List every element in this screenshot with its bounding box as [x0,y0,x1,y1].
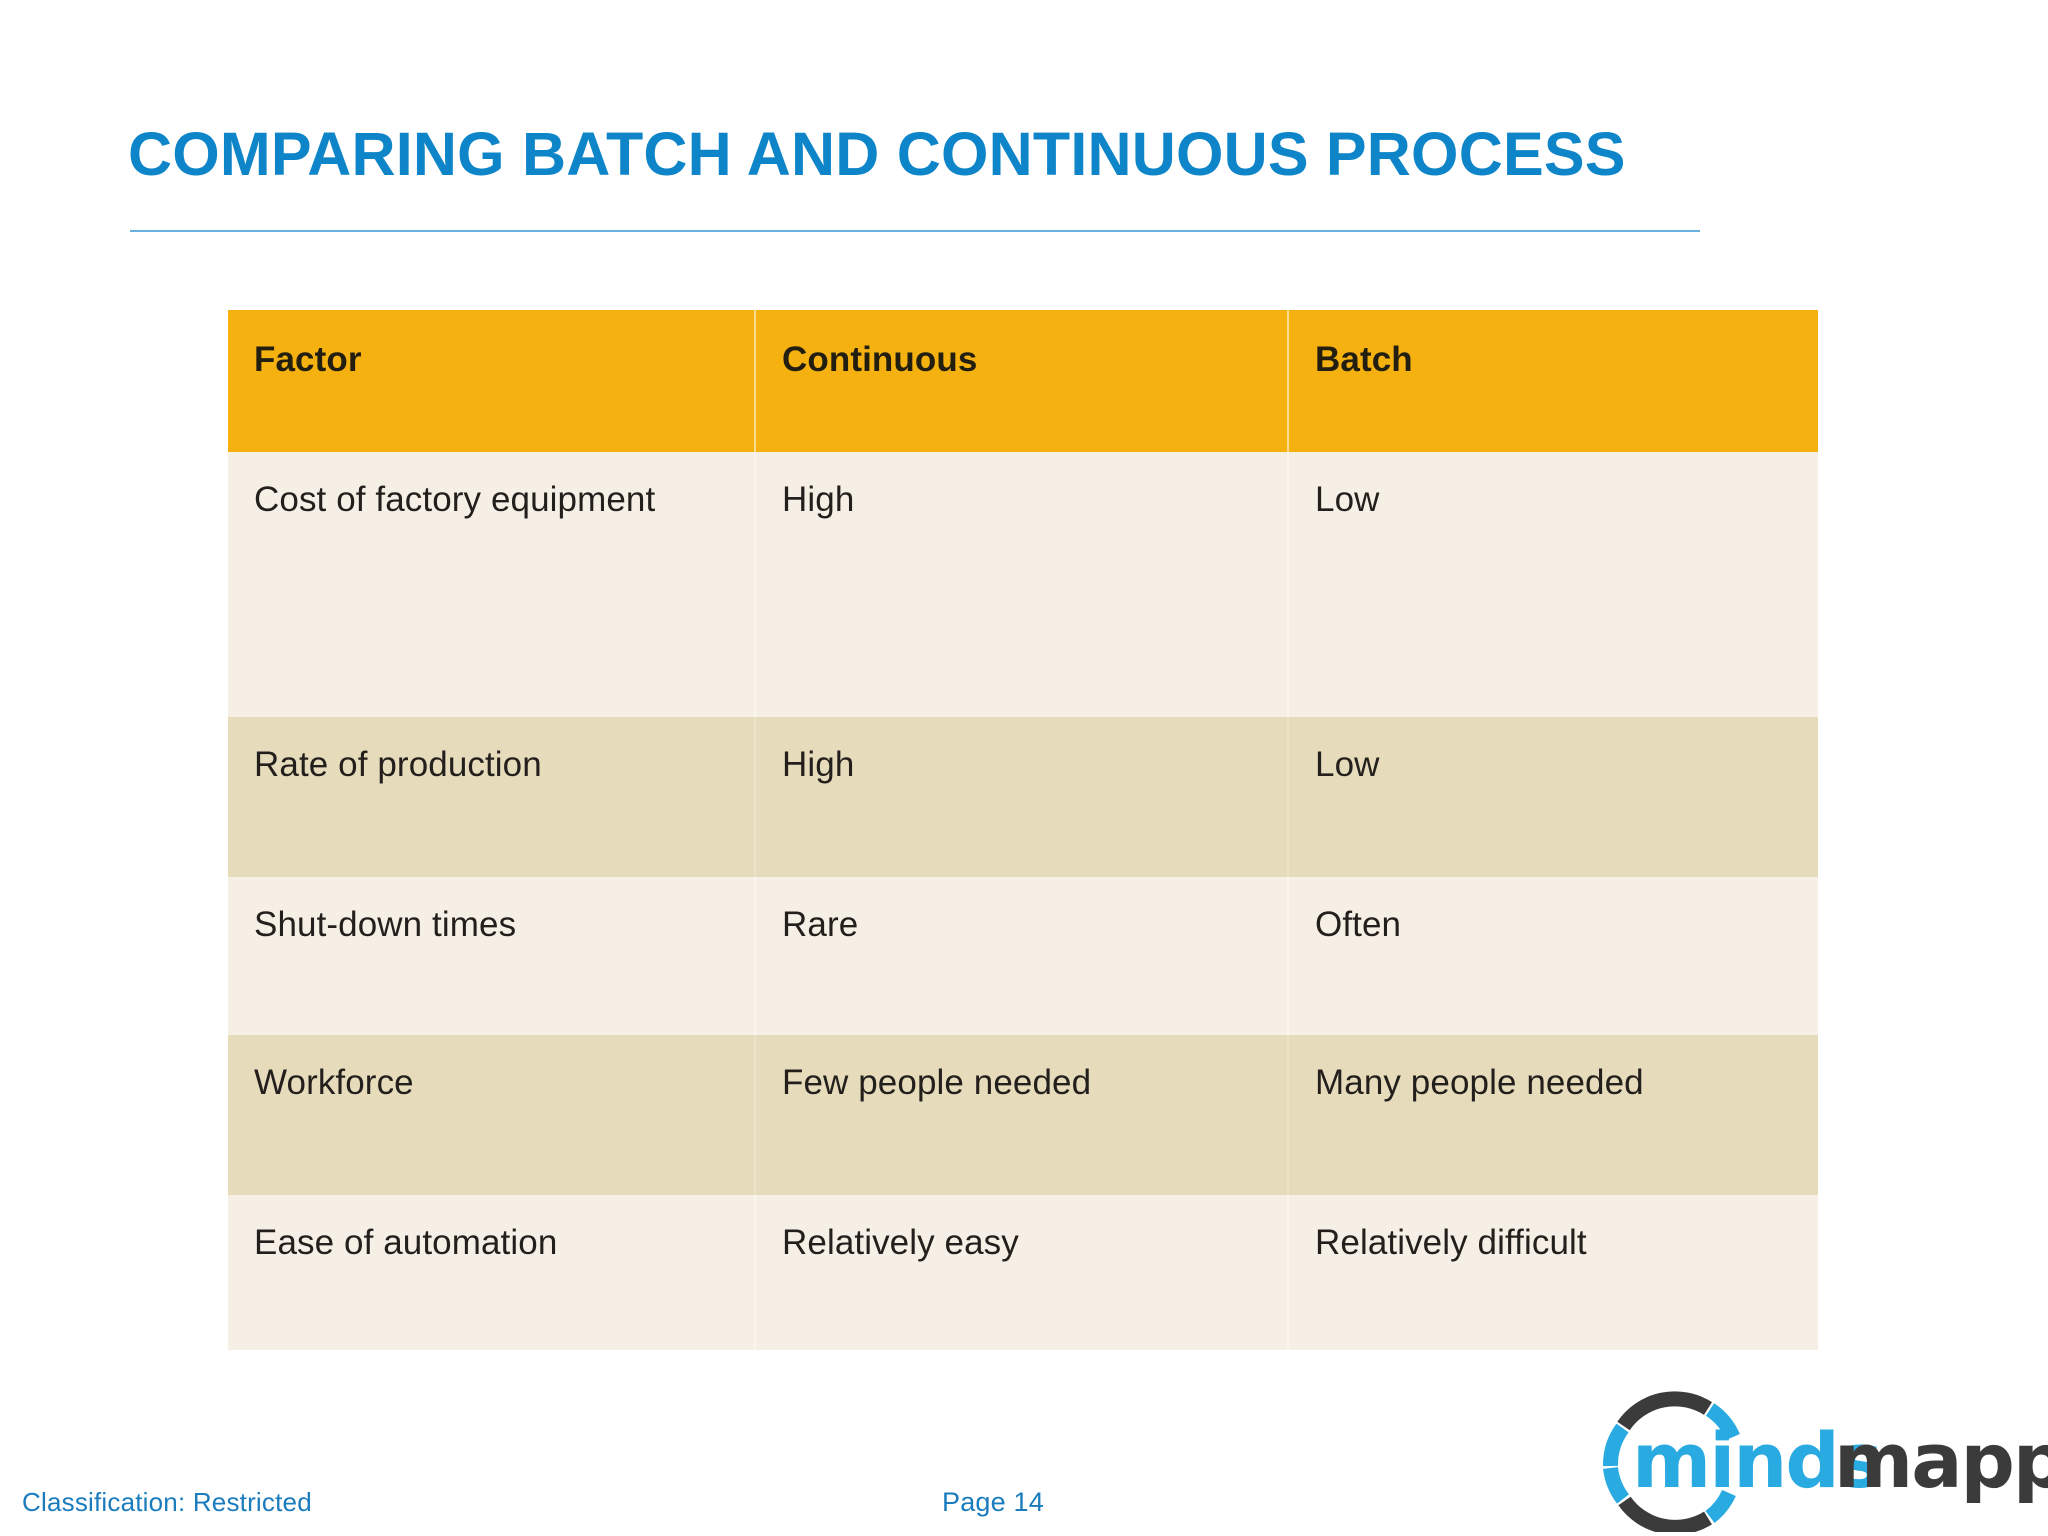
footer-page-number: Page 14 [942,1487,1044,1517]
cell-continuous: Rare [755,877,1289,1035]
page-title: COMPARING BATCH AND CONTINUOUS PROCESS [128,120,1626,188]
table-row: Workforce Few people needed Many people … [228,1035,1818,1195]
table-row: Ease of automation Relatively easy Relat… [228,1195,1818,1350]
title-divider [130,230,1700,232]
cell-continuous: High [755,717,1289,877]
table-body: Cost of factory equipment High Low Rate … [228,452,1818,1350]
table-header-row: Factor Continuous Batch [228,310,1818,452]
cell-continuous: Few people needed [755,1035,1289,1195]
cell-batch: Low [1288,452,1818,717]
comparison-table: Factor Continuous Batch Cost of factory … [228,310,1818,1350]
mindsmapped-logo-svg: minds mapped [1603,1391,2048,1532]
column-header-factor: Factor [228,310,756,452]
mindsmapped-logo: minds mapped [1596,1380,2048,1532]
logo-ring-icon [1603,1391,1740,1532]
cell-continuous: Relatively easy [755,1195,1289,1350]
cell-batch: Low [1288,717,1818,877]
table-header: Factor Continuous Batch [228,310,1818,452]
table-row: Shut-down times Rare Often [228,877,1818,1035]
comparison-table-container: Factor Continuous Batch Cost of factory … [228,310,1818,1350]
cell-batch: Often [1288,877,1818,1035]
cell-factor: Rate of production [228,717,756,877]
cell-batch: Many people needed [1288,1035,1818,1195]
cell-factor: Shut-down times [228,877,756,1035]
logo-word-mapped: mapped [1834,1416,2048,1505]
logo-word-minds: minds [1632,1416,1881,1505]
cell-factor: Cost of factory equipment [228,452,756,717]
cell-continuous: High [755,452,1289,717]
cell-batch: Relatively difficult [1288,1195,1818,1350]
table-row: Cost of factory equipment High Low [228,452,1818,717]
cell-factor: Workforce [228,1035,756,1195]
table-row: Rate of production High Low [228,717,1818,877]
cell-factor: Ease of automation [228,1195,756,1350]
column-header-batch: Batch [1288,310,1818,452]
column-header-continuous: Continuous [755,310,1289,452]
footer-classification: Classification: Restricted [22,1487,312,1517]
